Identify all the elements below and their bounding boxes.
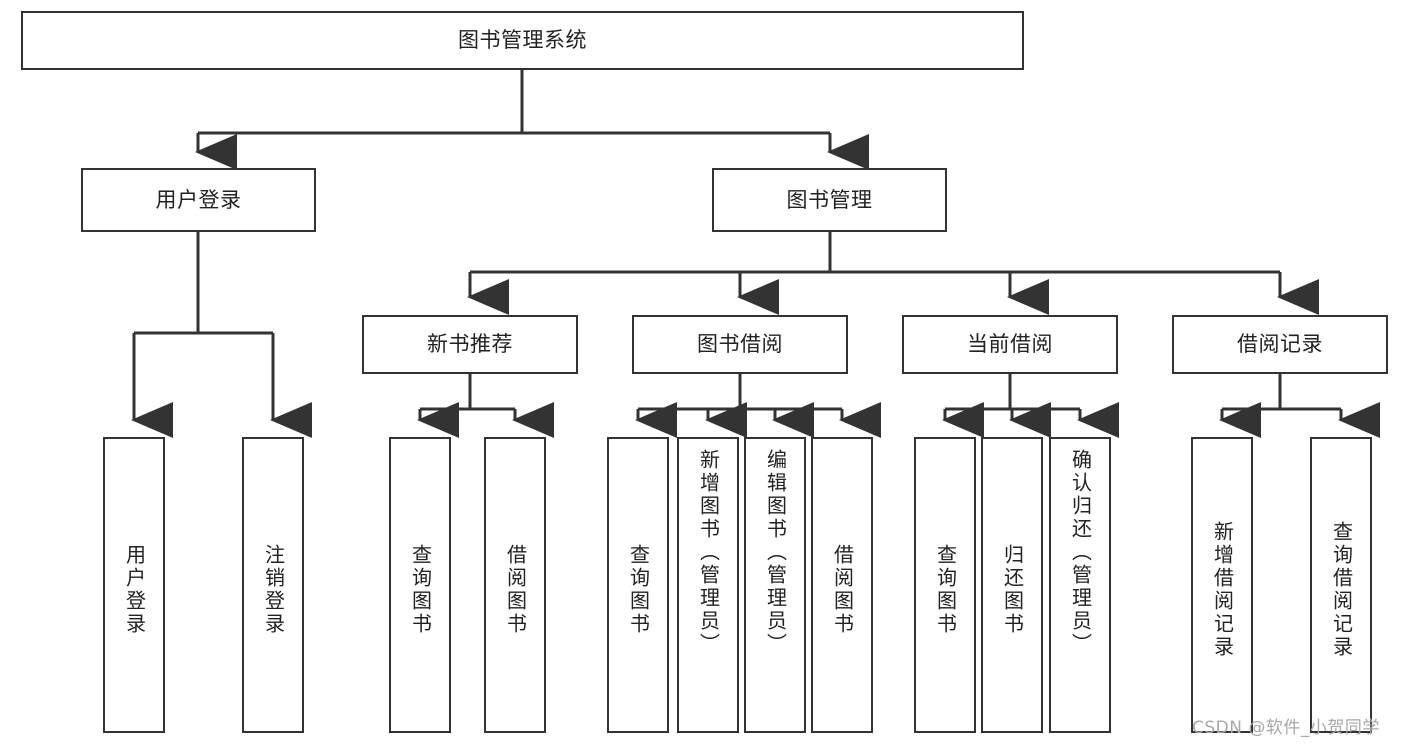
node-leaf-return-book-label: 归还图书 <box>1000 544 1025 636</box>
node-leaf-query-record-label: 查询借阅记录 <box>1329 521 1354 659</box>
node-leaf-logout[interactable]: 注销登录 <box>242 437 304 733</box>
node-book-management-label: 图书管理 <box>786 187 873 212</box>
node-root[interactable]: 图书管理系统 <box>21 11 1024 70</box>
node-leaf-query-book-1-label: 查询图书 <box>408 544 433 636</box>
node-borrow-record[interactable]: 借阅记录 <box>1172 315 1388 374</box>
node-leaf-query-book-1[interactable]: 查询图书 <box>389 437 451 733</box>
node-leaf-query-book-3-label: 查询图书 <box>933 544 958 636</box>
node-user-login-label: 用户登录 <box>155 187 242 212</box>
node-leaf-query-book-2[interactable]: 查询图书 <box>607 437 669 733</box>
node-leaf-borrow-book-2[interactable]: 借阅图书 <box>811 437 873 733</box>
node-leaf-edit-book[interactable]: 编辑图书（管理员） <box>744 437 806 733</box>
node-leaf-borrow-book-1-label: 借阅图书 <box>503 544 528 636</box>
node-root-label: 图书管理系统 <box>458 28 587 53</box>
node-leaf-borrow-book-2-label: 借阅图书 <box>830 544 855 636</box>
node-new-book-recommend[interactable]: 新书推荐 <box>362 315 578 374</box>
node-current-borrow-label: 当前借阅 <box>967 332 1053 357</box>
node-leaf-add-book-label: 新增图书（管理员） <box>696 449 721 656</box>
node-current-borrow[interactable]: 当前借阅 <box>902 315 1118 374</box>
node-leaf-query-book-2-label: 查询图书 <box>626 544 651 636</box>
csdn-watermark: CSDN @软件_小贺同学 <box>1192 718 1380 738</box>
node-leaf-logout-label: 注销登录 <box>261 544 286 636</box>
node-leaf-borrow-book-1[interactable]: 借阅图书 <box>484 437 546 733</box>
node-leaf-user-login-label: 用户登录 <box>122 544 147 636</box>
node-leaf-query-book-3[interactable]: 查询图书 <box>914 437 976 733</box>
node-leaf-query-record[interactable]: 查询借阅记录 <box>1310 437 1372 733</box>
node-leaf-confirm-return[interactable]: 确认归还（管理员） <box>1049 437 1111 733</box>
node-book-management[interactable]: 图书管理 <box>712 168 947 232</box>
node-leaf-confirm-return-label: 确认归还（管理员） <box>1068 449 1093 656</box>
node-book-borrow-label: 图书借阅 <box>697 332 783 357</box>
node-user-login[interactable]: 用户登录 <box>81 168 316 232</box>
node-leaf-return-book[interactable]: 归还图书 <box>981 437 1043 733</box>
node-new-book-recommend-label: 新书推荐 <box>427 332 513 357</box>
node-leaf-user-login[interactable]: 用户登录 <box>103 437 165 733</box>
node-borrow-record-label: 借阅记录 <box>1237 332 1323 357</box>
node-leaf-add-book[interactable]: 新增图书（管理员） <box>677 437 739 733</box>
node-leaf-edit-book-label: 编辑图书（管理员） <box>763 449 788 656</box>
node-book-borrow[interactable]: 图书借阅 <box>632 315 848 374</box>
node-leaf-add-record[interactable]: 新增借阅记录 <box>1191 437 1253 733</box>
node-leaf-add-record-label: 新增借阅记录 <box>1210 521 1235 659</box>
